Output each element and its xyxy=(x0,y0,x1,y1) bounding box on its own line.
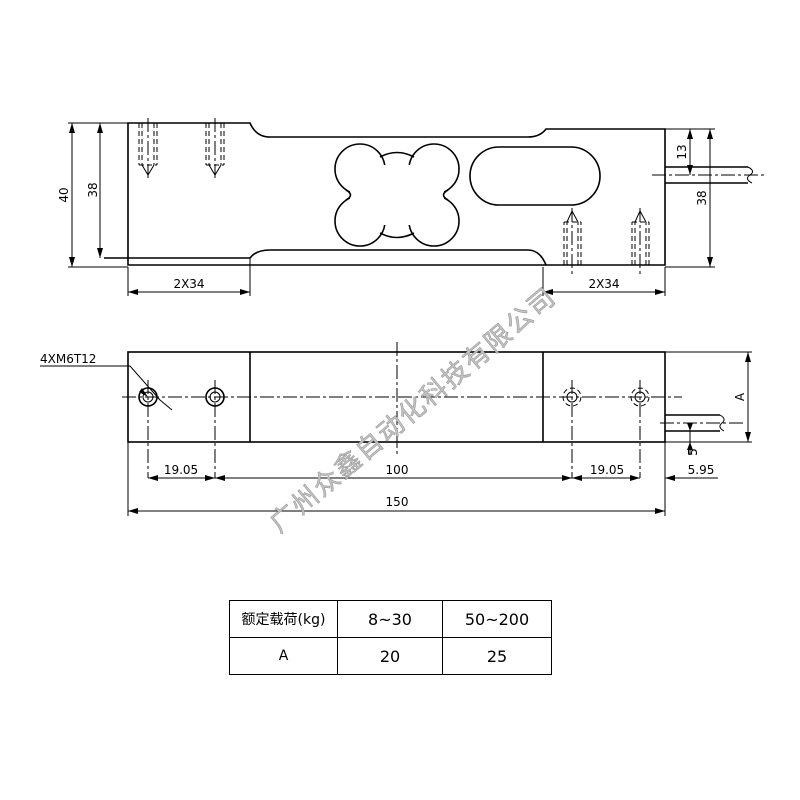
clover-hole xyxy=(334,143,460,247)
table-cell: 额定载荷(kg) xyxy=(229,600,338,638)
threaded-hole-top-1 xyxy=(138,118,158,180)
side-view: 4XM6T12 19.05 100 19.05 5.95 150 A 5 xyxy=(40,342,752,516)
spec-table: 额定载荷(kg) 8~30 50~200 A 20 25 xyxy=(229,600,552,675)
threaded-hole-bottom-1 xyxy=(563,208,582,275)
thread-callout: 4XM6T12 xyxy=(40,352,96,366)
table-cell: 8~30 xyxy=(337,600,443,638)
table-cell: 50~200 xyxy=(442,600,552,638)
table-cell: A xyxy=(229,637,338,675)
table-row: A 20 25 xyxy=(229,637,552,675)
mount-hole-3 xyxy=(562,380,582,478)
threaded-hole-bottom-2 xyxy=(631,208,650,275)
dim-13: 13 xyxy=(675,144,689,159)
threaded-hole-top-2 xyxy=(205,118,225,180)
dim-19-05-right: 19.05 xyxy=(590,463,624,477)
top-view: 40 38 2X34 2X34 13 38 xyxy=(57,118,765,296)
dim-40: 40 xyxy=(57,187,71,202)
mount-hole-1 xyxy=(138,380,158,478)
dim-2x34-left: 2X34 xyxy=(173,277,204,291)
dim-38: 38 xyxy=(86,182,100,197)
dim-38-right: 38 xyxy=(695,190,709,205)
table-cell: 20 xyxy=(337,637,443,675)
side-cable xyxy=(660,414,745,432)
table-header-row: 额定载荷(kg) 8~30 50~200 xyxy=(229,600,552,638)
dim-100: 100 xyxy=(386,463,409,477)
dim-150: 150 xyxy=(386,495,409,509)
dim-19-05-left: 19.05 xyxy=(164,463,198,477)
lower-flexure-line xyxy=(104,249,547,266)
body-outline xyxy=(127,122,666,266)
dim-2x34-right: 2X34 xyxy=(588,277,619,291)
dimensions-top: 40 38 2X34 2X34 13 38 xyxy=(57,122,715,296)
dim-5: 5 xyxy=(686,448,700,456)
slot-hole xyxy=(469,146,601,206)
dim-A: A xyxy=(733,392,747,401)
mount-hole-2 xyxy=(205,380,225,478)
table-cell: 25 xyxy=(442,637,552,675)
mount-hole-4 xyxy=(630,380,650,478)
dim-5-95: 5.95 xyxy=(688,463,715,477)
cable xyxy=(652,166,765,184)
